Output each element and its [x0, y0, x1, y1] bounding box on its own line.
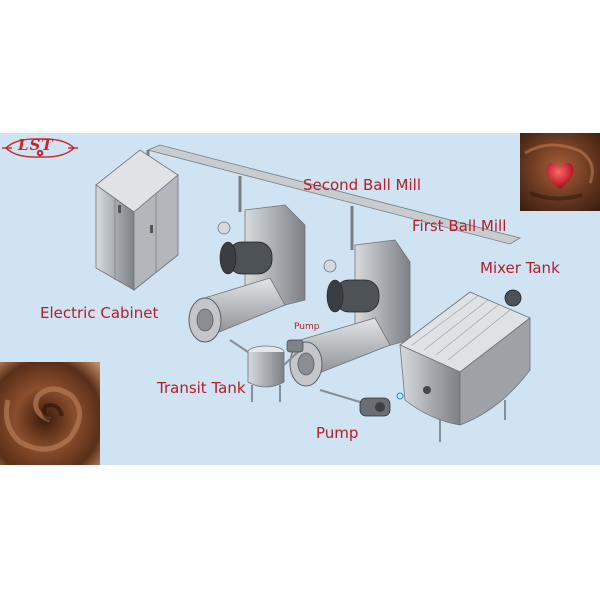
label-electric-cabinet: Electric Cabinet	[40, 304, 159, 322]
label-transit-tank: Transit Tank	[157, 379, 246, 397]
label-pump-small: Pump	[294, 322, 320, 332]
first-ball-mill	[289, 239, 411, 387]
cable-tray	[146, 144, 522, 250]
motor-icon	[504, 289, 522, 307]
label-second-ball-mill: Second Ball Mill	[303, 176, 422, 194]
chocolate-swirl-photo	[0, 362, 100, 465]
mixer-tank	[396, 289, 531, 442]
label-first-ball-mill: First Ball Mill	[412, 217, 507, 235]
brand-logo	[2, 138, 78, 158]
label-pump: Pump	[316, 424, 359, 442]
logo-text: LST	[18, 136, 54, 154]
gear-icon	[36, 149, 44, 157]
label-mixer-tank: Mixer Tank	[480, 259, 560, 277]
transit-tank	[247, 345, 285, 402]
pump-unit	[359, 397, 391, 417]
second-ball-mill	[188, 204, 306, 343]
chocolate-heart-photo	[520, 133, 600, 211]
pump-small	[286, 339, 304, 353]
electric-cabinet	[95, 149, 179, 291]
